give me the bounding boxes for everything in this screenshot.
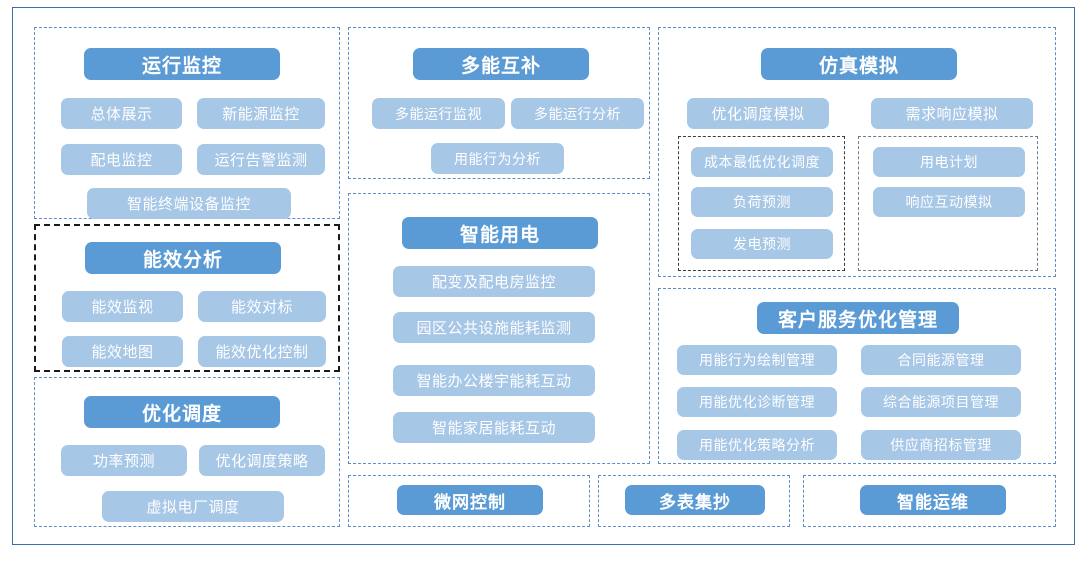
pill-overall-display[interactable]: 总体展示 [61, 98, 182, 129]
pill-integrated-energy-project-management[interactable]: 综合能源项目管理 [861, 387, 1021, 417]
pill-power-forecast[interactable]: 功率预测 [61, 445, 187, 476]
pill-transformer-and-substation-monitoring[interactable]: 配变及配电房监控 [393, 266, 595, 297]
pill-efficiency-benchmarking[interactable]: 能效对标 [198, 291, 326, 322]
pill-new-energy-monitoring[interactable]: 新能源监控 [197, 98, 325, 129]
pill-optimal-dispatch-strategy[interactable]: 优化调度策略 [199, 445, 325, 476]
pill-smart-office-building-energy-interaction[interactable]: 智能办公楼宇能耗互动 [393, 365, 595, 396]
pill-load-forecast[interactable]: 负荷预测 [691, 187, 833, 217]
pill-park-public-facility-energy-monitoring[interactable]: 园区公共设施能耗监测 [393, 312, 595, 343]
group-title-energy-efficiency-analysis: 能效分析 [85, 242, 281, 274]
group-microgrid-control: 微网控制 [348, 475, 590, 527]
pill-energy-optimization-strategy-analysis[interactable]: 用能优化策略分析 [677, 430, 837, 460]
pill-efficiency-monitoring[interactable]: 能效监视 [62, 291, 183, 322]
group-title-microgrid-control: 微网控制 [397, 485, 543, 515]
group-intelligent-operation-maintenance: 智能运维 [803, 475, 1056, 527]
pill-lowest-cost-optimal-dispatch[interactable]: 成本最低优化调度 [691, 147, 833, 177]
pill-optimal-dispatch-simulation[interactable]: 优化调度模拟 [687, 98, 829, 129]
pill-supplier-bidding-management[interactable]: 供应商招标管理 [861, 430, 1021, 460]
group-multi-energy-complementarity: 多能互补 多能运行监视 多能运行分析 用能行为分析 [348, 27, 650, 179]
pill-energy-behavior-profiling-management[interactable]: 用能行为绘制管理 [677, 345, 837, 375]
pill-energy-use-behavior-analysis[interactable]: 用能行为分析 [431, 143, 564, 174]
group-title-smart-electricity-usage: 智能用电 [402, 217, 598, 249]
group-customer-service-optimization: 客户服务优化管理 用能行为绘制管理 用能优化诊断管理 用能优化策略分析 合同能源… [658, 288, 1056, 464]
group-title-intelligent-operation-maintenance: 智能运维 [860, 485, 1006, 515]
group-title-multi-energy-complementarity: 多能互补 [413, 48, 589, 80]
pill-efficiency-optimization-control[interactable]: 能效优化控制 [198, 336, 326, 367]
diagram-frame: 运行监控 总体展示 新能源监控 配电监控 运行告警监测 智能终端设备监控 能效分… [12, 7, 1075, 545]
group-optimal-dispatch: 优化调度 功率预测 优化调度策略 虚拟电厂调度 [34, 377, 340, 527]
pill-demand-response-simulation[interactable]: 需求响应模拟 [871, 98, 1033, 129]
group-title-multi-meter-reading: 多表集抄 [625, 485, 765, 515]
pill-electricity-usage-plan[interactable]: 用电计划 [873, 147, 1025, 177]
group-operation-monitoring: 运行监控 总体展示 新能源监控 配电监控 运行告警监测 智能终端设备监控 [34, 27, 340, 219]
group-smart-electricity-usage: 智能用电 配变及配电房监控 园区公共设施能耗监测 智能办公楼宇能耗互动 智能家居… [348, 193, 650, 464]
subgroup-dispatch-simulation: 成本最低优化调度 负荷预测 发电预测 [678, 136, 845, 271]
pill-virtual-power-plant-dispatch[interactable]: 虚拟电厂调度 [102, 491, 284, 522]
group-title-customer-service-optimization: 客户服务优化管理 [757, 302, 959, 334]
group-multi-meter-reading: 多表集抄 [598, 475, 790, 527]
subgroup-demand-response: 用电计划 响应互动模拟 [858, 136, 1038, 271]
group-title-operation-monitoring: 运行监控 [84, 48, 280, 80]
group-title-simulation: 仿真模拟 [761, 48, 957, 80]
pill-smart-home-energy-interaction[interactable]: 智能家居能耗互动 [393, 412, 595, 443]
pill-multi-energy-operation-analysis[interactable]: 多能运行分析 [511, 98, 644, 129]
group-simulation: 仿真模拟 优化调度模拟 需求响应模拟 成本最低优化调度 负荷预测 发电预测 用电… [658, 27, 1056, 277]
pill-contract-energy-management[interactable]: 合同能源管理 [861, 345, 1021, 375]
group-title-optimal-dispatch: 优化调度 [84, 396, 280, 428]
pill-operation-alarm-monitoring[interactable]: 运行告警监测 [197, 144, 325, 175]
pill-energy-optimization-diagnosis-management[interactable]: 用能优化诊断管理 [677, 387, 837, 417]
pill-efficiency-map[interactable]: 能效地图 [62, 336, 183, 367]
pill-response-interaction-simulation[interactable]: 响应互动模拟 [873, 187, 1025, 217]
pill-distribution-monitoring[interactable]: 配电监控 [61, 144, 182, 175]
group-energy-efficiency-analysis: 能效分析 能效监视 能效对标 能效地图 能效优化控制 [34, 224, 340, 372]
pill-generation-forecast[interactable]: 发电预测 [691, 229, 833, 259]
pill-multi-energy-operation-monitoring[interactable]: 多能运行监视 [372, 98, 505, 129]
pill-smart-terminal-equipment-monitoring[interactable]: 智能终端设备监控 [87, 188, 291, 219]
